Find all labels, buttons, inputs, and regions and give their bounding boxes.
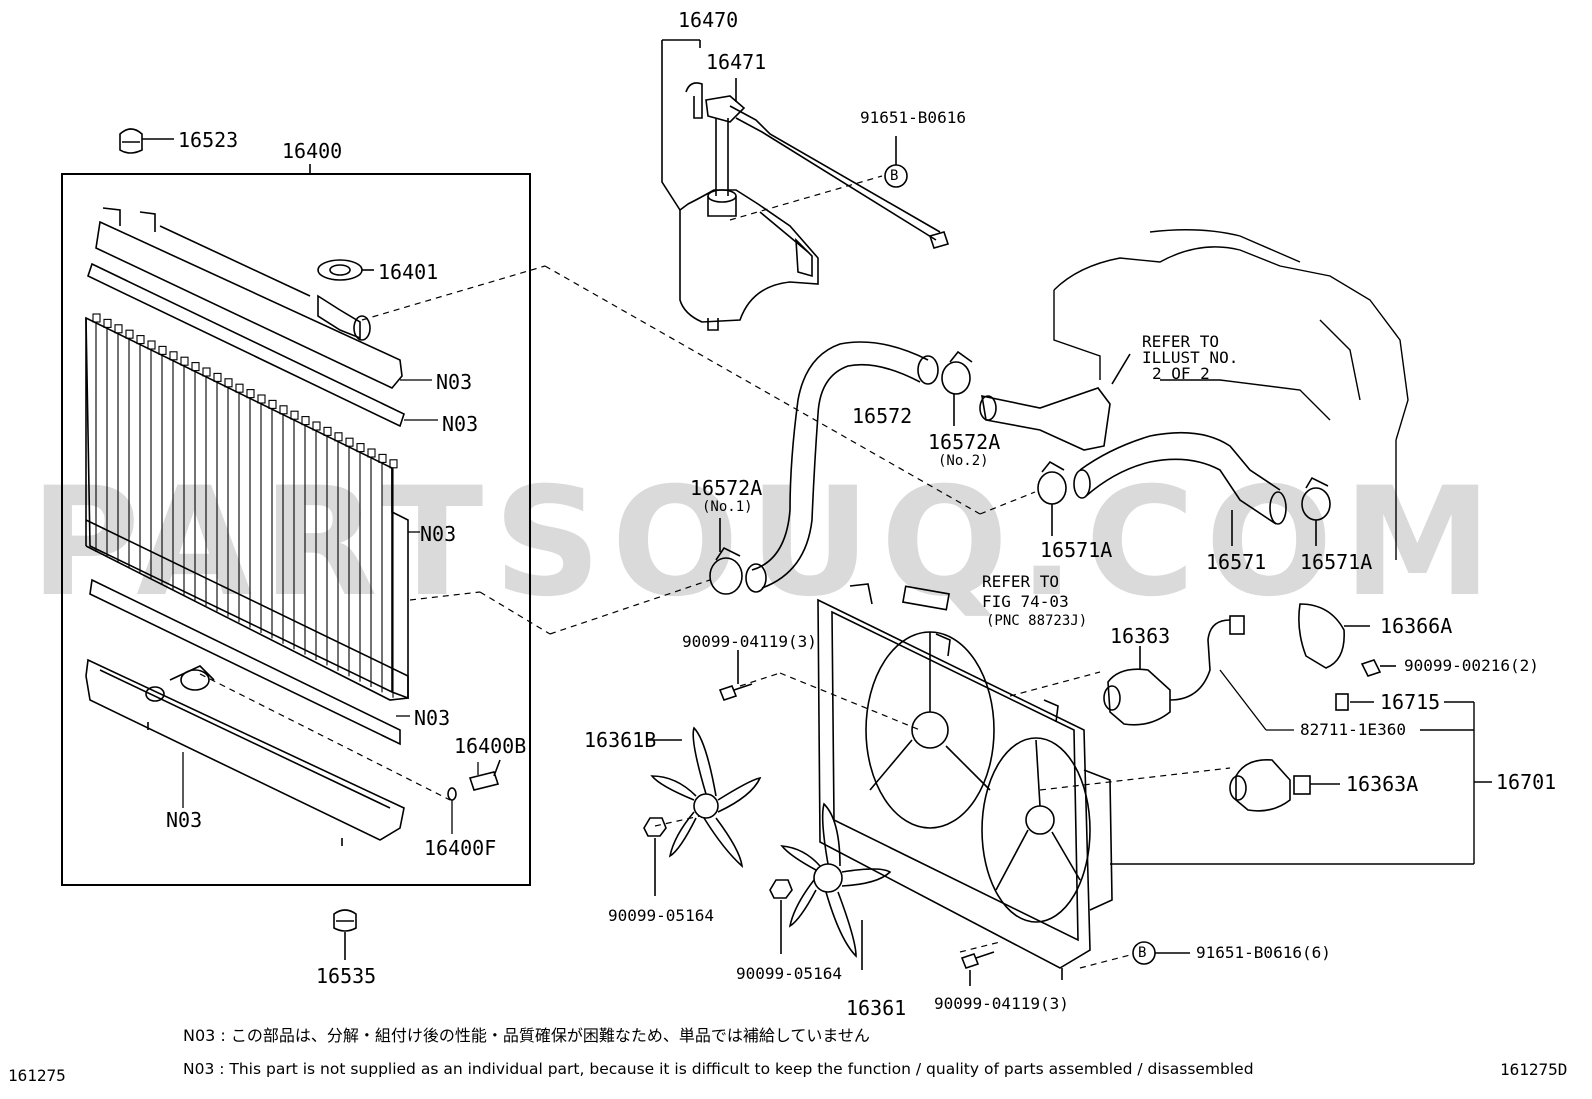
- footnote-japanese: N03 : この部品は、分解・組付け後の性能・品質確保が困難なため、単品では補給…: [183, 1026, 870, 1045]
- ref-fig-line1: REFER TO: [982, 572, 1060, 591]
- fan-16361b: [646, 726, 762, 869]
- ref-illust-line3: 2 OF 2: [1152, 364, 1210, 383]
- radiator-assembly-frame: [61, 173, 531, 886]
- screw-90099-00216: [1360, 659, 1382, 677]
- label-16400: 16400: [282, 139, 343, 163]
- label-16571a-left: 16571A: [1040, 538, 1113, 562]
- nut-90099-05164-left: [643, 817, 667, 896]
- label-16363: 16363: [1110, 624, 1171, 648]
- fan-motor-16363: [1103, 615, 1245, 726]
- label-16400b: 16400B: [454, 734, 527, 758]
- bolt-90099-04119-top: [718, 650, 753, 701]
- label-82711-1e360: 82711-1E360: [1300, 720, 1406, 739]
- assembly-bracket-16701: [1110, 701, 1492, 865]
- label-16361b: 16361B: [584, 728, 657, 752]
- drain-cock: [447, 759, 501, 801]
- radiator-core: [85, 313, 409, 701]
- bolt-90099-04119-bottom: [960, 951, 995, 986]
- label-16535: 16535: [316, 964, 377, 988]
- lower-hose-16571: [1073, 431, 1287, 546]
- filler-neck-16401: [317, 259, 374, 341]
- label-16471: 16471: [706, 50, 767, 74]
- label-16523: 16523: [178, 128, 239, 152]
- label-no2: (No.2): [938, 453, 989, 469]
- bottom-gasket: [89, 578, 401, 746]
- label-16572a-no2: 16572A: [928, 430, 1001, 454]
- upper-hose-16572: [745, 341, 939, 593]
- label-16572: 16572: [852, 404, 913, 428]
- fan-16361: [780, 802, 892, 970]
- water-outlet: [979, 353, 1131, 451]
- label-90099-05164-right: 90099-05164: [736, 964, 842, 983]
- nut-90099-05164-right: [769, 879, 793, 954]
- label-n03-core: N03: [420, 522, 457, 546]
- label-16366a: 16366A: [1380, 614, 1453, 638]
- label-90099-04119-bottom: 90099-04119(3): [934, 994, 1069, 1013]
- engine-outline: [1053, 229, 1409, 560]
- b-marker-text-top: B: [890, 168, 899, 184]
- label-91651-b0616-6: 91651-B0616(6): [1196, 943, 1331, 962]
- label-16401: 16401: [378, 260, 439, 284]
- ref-illust-line1: REFER TO: [1142, 332, 1220, 351]
- top-gasket: [87, 262, 405, 428]
- radiator-leader-lines: [182, 379, 479, 834]
- label-16572a-no1: 16572A: [690, 476, 763, 500]
- clamp-16572a-no2: [941, 350, 973, 426]
- bracket-16366a: [1298, 603, 1370, 669]
- fan-shroud: [817, 583, 1113, 980]
- label-16470: 16470: [678, 8, 739, 32]
- radiator-cap-16523: [119, 128, 174, 154]
- label-no1: (No.1): [702, 499, 753, 515]
- ref-fig-line3: (PNC 88723J): [986, 613, 1088, 629]
- label-90099-04119-top: 90099-04119(3): [682, 632, 817, 651]
- label-n03-upper-tank: N03: [436, 370, 473, 394]
- label-16701: 16701: [1496, 770, 1557, 794]
- label-16400f: 16400F: [424, 836, 497, 860]
- label-16361: 16361: [846, 996, 907, 1020]
- lower-tank: [85, 658, 405, 846]
- fan-motor-16363a: [1229, 759, 1340, 812]
- label-16571: 16571: [1206, 550, 1267, 574]
- label-90099-05164-left: 90099-05164: [608, 906, 714, 925]
- ref-illust-line2: ILLUST NO.: [1142, 348, 1239, 367]
- clip-16715: [1335, 693, 1349, 711]
- dashed-leaders: [199, 175, 1231, 969]
- corner-code-left: 161275: [8, 1066, 66, 1085]
- clamp-16572a-no1: [709, 518, 743, 595]
- clamp-16571a-right: [1301, 476, 1331, 546]
- reservoir-tank: [661, 39, 950, 331]
- corner-code-right: 161275D: [1500, 1060, 1568, 1079]
- ref-fig-line2: FIG 74-03: [982, 592, 1069, 611]
- label-91651-b0616: 91651-B0616: [860, 108, 966, 127]
- label-n03-top-gasket: N03: [442, 412, 479, 436]
- footnote-english: N03 : This part is not supplied as an in…: [183, 1060, 1254, 1078]
- label-n03-bottom-gasket: N03: [414, 706, 451, 730]
- label-16571a-right: 16571A: [1300, 550, 1373, 574]
- upper-tank: [95, 207, 403, 389]
- label-16363a: 16363A: [1346, 772, 1419, 796]
- watermark: PARTSOUQ.COM: [30, 456, 1503, 630]
- label-n03-lower-tank: N03: [166, 808, 203, 832]
- label-16715: 16715: [1380, 690, 1441, 714]
- b-marker-text-bottom: B: [1138, 945, 1147, 961]
- clamp-16571a-left: [1037, 460, 1067, 536]
- label-90099-00216: 90099-00216(2): [1404, 656, 1539, 675]
- ref-label-plate: [902, 585, 950, 611]
- grommet-16535: [333, 909, 357, 960]
